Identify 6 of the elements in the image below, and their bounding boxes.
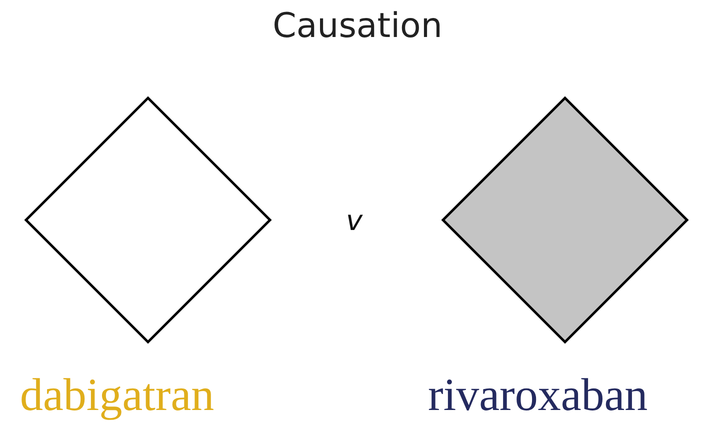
diamond-shape <box>26 98 270 342</box>
diamond-shape <box>443 98 687 342</box>
drug-name-label: rivaroxaban <box>428 368 648 421</box>
drug-name-label: dabigatran <box>20 368 214 421</box>
title: Causation <box>272 6 444 46</box>
versus-label: v <box>346 204 363 237</box>
